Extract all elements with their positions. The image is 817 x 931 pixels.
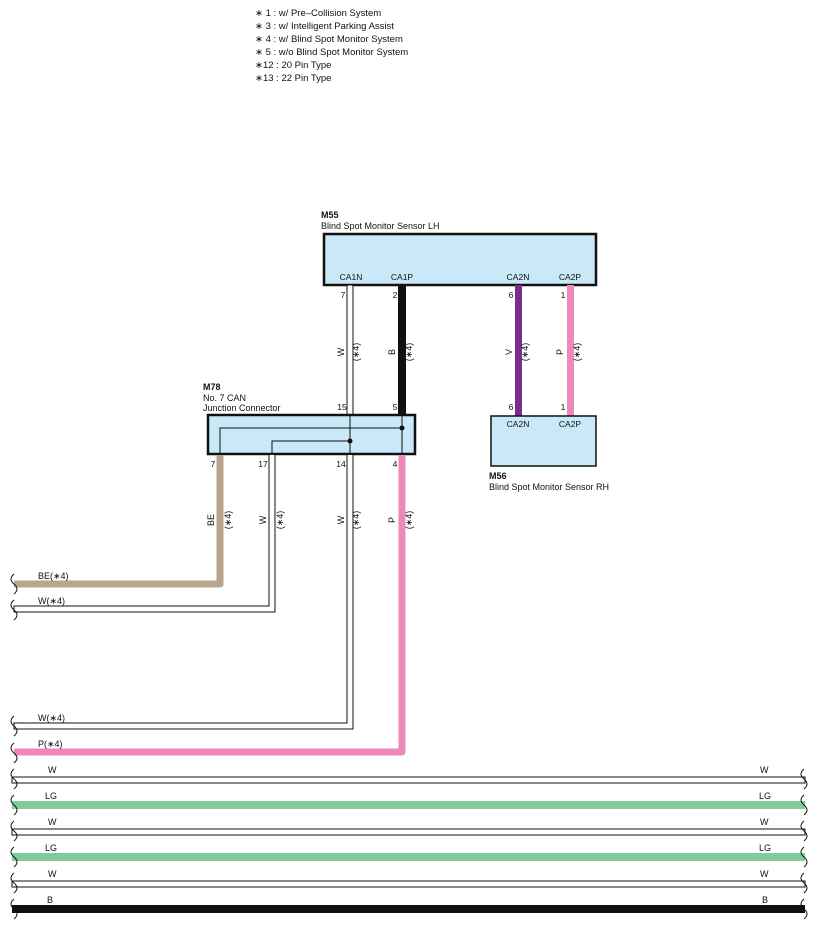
m56-code: M56 [489, 471, 507, 481]
bus-2-right-label: LG [759, 791, 771, 801]
bus-3-left-label: W [48, 817, 57, 827]
note-1: ∗ 1 : w/ Pre–Collision System [255, 8, 382, 19]
m56-pin-1: 1 [561, 402, 566, 412]
bus-1-left-label: W [48, 765, 57, 775]
m55-code: M55 [321, 210, 339, 220]
left-wire-label-w-2: W(∗4) [38, 713, 65, 723]
note-3: ∗ 3 : w/ Intelligent Parking Assist [255, 21, 394, 32]
bus-6-right-label: B [762, 895, 768, 905]
legend-notes: ∗ 1 : w/ Pre–Collision System ∗ 3 : w/ I… [255, 7, 408, 85]
m56-body [490, 415, 597, 467]
bus-wire-5-w: W W [11, 869, 806, 888]
m55-terminal-ca2p: CA2P [559, 272, 582, 282]
m55-terminal-ca2n: CA2N [507, 272, 530, 282]
m78-name-line1: No. 7 CAN [203, 393, 246, 403]
label-pin4-color: P [387, 517, 397, 523]
m78-splice-dot-1 [347, 438, 353, 444]
wire-m55-ca1p [398, 285, 406, 416]
bus-5-left-label: W [48, 869, 57, 879]
label-pin4-note: (∗4) [404, 511, 414, 530]
m55-body [322, 232, 598, 287]
label-pin14-color: W [336, 515, 346, 524]
label-ca1p-note: (∗4) [404, 343, 414, 362]
m78-pin-15: 15 [337, 402, 347, 412]
label-ca2n-note: (∗4) [520, 343, 530, 362]
label-ca2p-note: (∗4) [572, 343, 582, 362]
label-ca2n-color: V [504, 349, 514, 355]
label-ca1n-color: W [336, 347, 346, 356]
m55-name: Blind Spot Monitor Sensor LH [321, 221, 440, 231]
m56-pin-6: 6 [509, 402, 514, 412]
bus-3-right-label: W [760, 817, 769, 827]
m78-pin-4: 4 [393, 459, 398, 469]
m56-terminal-ca2p: CA2P [559, 419, 582, 429]
bus-wire-3-w: W W [11, 817, 806, 836]
label-ca2p-color: P [555, 349, 565, 355]
m78-splice-dot-2 [399, 425, 405, 431]
label-pin17-note: (∗4) [275, 511, 285, 530]
m78-body [206, 413, 417, 456]
m55-terminal-ca1p: CA1P [391, 272, 414, 282]
label-ca1n-note: (∗4) [351, 343, 361, 362]
m78-pin-5: 5 [393, 402, 398, 412]
wire-m78-pin4-p [14, 455, 406, 756]
wire-m78-pin7-be [14, 455, 224, 588]
m56-name: Blind Spot Monitor Sensor RH [489, 482, 609, 492]
label-pin14-note: (∗4) [351, 511, 361, 530]
label-ca1p-color: B [387, 349, 397, 355]
bus-2-left-label: LG [45, 791, 57, 801]
left-wire-label-be: BE(∗4) [38, 571, 69, 581]
m55-pin-1: 1 [561, 290, 566, 300]
m78-name-line2: Junction Connector [203, 403, 281, 413]
m56-terminal-ca2n: CA2N [507, 419, 530, 429]
bus-wire-1-w: W W [11, 765, 806, 784]
m55-pin-6: 6 [509, 290, 514, 300]
m78-pin-17: 17 [258, 459, 268, 469]
connector-m78: M78 No. 7 CAN Junction Connector 15 5 7 … [203, 382, 417, 469]
connector-m55: M55 Blind Spot Monitor Sensor LH CA1N CA… [321, 210, 598, 300]
note-5: ∗ 5 : w/o Blind Spot Monitor System [255, 47, 409, 58]
bus-wire-6-b: B B [12, 895, 805, 913]
bus-5-right-label: W [760, 869, 769, 879]
bus-1-right-label: W [760, 765, 769, 775]
m78-pin-14: 14 [336, 459, 346, 469]
left-wire-label-p: P(∗4) [38, 739, 63, 749]
m55-terminal-ca1n: CA1N [340, 272, 363, 282]
label-pin17-color: W [258, 515, 268, 524]
label-pin7-color: BE [206, 514, 216, 526]
wire-m55-ca2n [515, 285, 522, 416]
label-pin7-note: (∗4) [223, 511, 233, 530]
bus-4-left-label: LG [45, 843, 57, 853]
note-13: ∗13 : 22 Pin Type [255, 73, 332, 84]
m78-internal-bus-2 [271, 440, 350, 454]
m55-pin-7: 7 [341, 290, 346, 300]
bus-6-left-label: B [47, 895, 53, 905]
m78-code: M78 [203, 382, 221, 392]
wire-m78-pin14-w [13, 455, 354, 730]
bus-wire-2-lg: LG LG [12, 791, 805, 809]
left-wire-label-w-1: W(∗4) [38, 596, 65, 606]
connector-m56: 6 1 CA2N CA2P M56 Blind Spot Monitor Sen… [489, 402, 609, 492]
m78-pin-7: 7 [211, 459, 216, 469]
break-marks-left [10, 573, 18, 920]
note-12: ∗12 : 20 Pin Type [255, 60, 332, 71]
bus-wire-4-lg: LG LG [12, 843, 805, 861]
break-marks-right [800, 768, 808, 920]
wire-m55-ca2p [567, 285, 574, 416]
m55-pin-2: 2 [393, 290, 398, 300]
m78-internal-bus-1 [219, 427, 402, 454]
note-4: ∗ 4 : w/ Blind Spot Monitor System [255, 34, 403, 45]
bus-4-right-label: LG [759, 843, 771, 853]
wire-m78-pin17-w [13, 455, 276, 613]
